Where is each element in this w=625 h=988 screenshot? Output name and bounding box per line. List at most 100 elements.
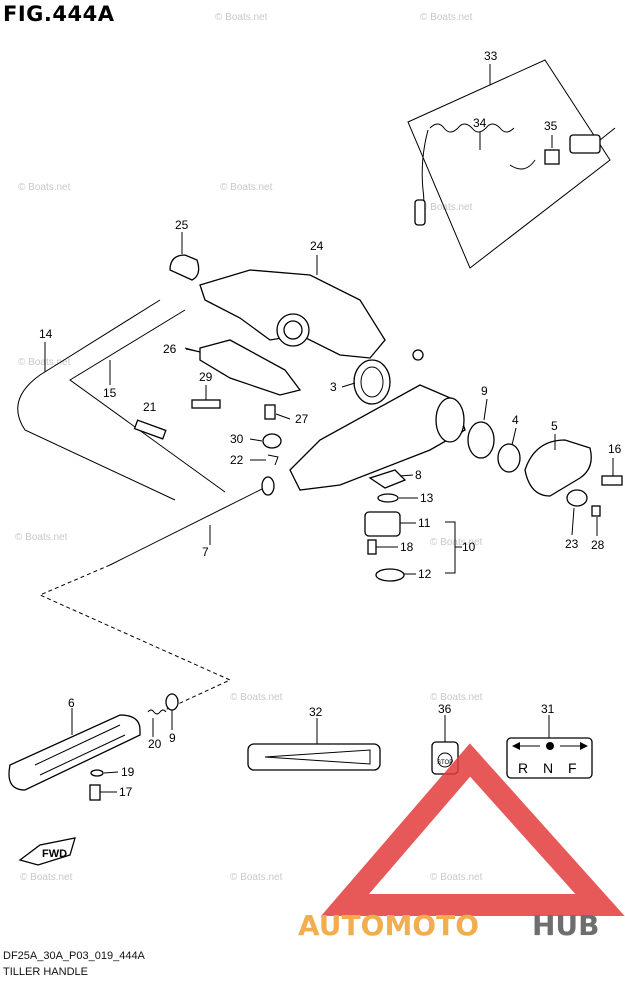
kit-box-outline [407,59,611,269]
callout-13: 13 [420,491,434,505]
screw-18 [367,539,377,555]
callout-20: 20 [148,737,162,751]
screw-16 [601,475,623,486]
throttle-grip-6 [8,693,179,801]
part-25-grommet [169,232,200,281]
cable-15 [69,309,226,493]
watermark-text: © Boats.net [230,872,283,883]
fwd-label: FWD [42,848,67,860]
lanyard-clip [414,199,426,226]
watermark-text: © Boats.net [15,532,68,543]
watermark-text: © Boats.net [20,872,73,883]
shift-f-label: F [568,760,577,776]
automotohub-logo: AUTOMOTO HUB [298,743,625,942]
callout-21: 21 [143,400,157,414]
callout-4: 4 [512,413,519,427]
fwd-arrow: FWD [18,837,76,866]
callout-26: 26 [163,342,177,356]
callout-5: 5 [551,419,558,433]
pin-21 [133,419,167,440]
callout-23: 23 [565,537,579,551]
label-32-decal [247,718,381,771]
throttle-friction-5 [524,439,592,497]
callout-9-lower: 9 [169,731,176,745]
callout-28: 28 [591,538,605,552]
callout-18: 18 [400,540,414,554]
callout-25: 25 [175,218,189,232]
clip-22 [267,454,279,466]
callout-9-upper: 9 [481,384,488,398]
callout-35: 35 [544,119,558,133]
lanyard-coil [429,123,515,133]
watermark-text: © Boats.net [430,692,483,703]
callout-11: 11 [418,516,431,530]
washer-23 [566,489,588,507]
watermark-text: © Boats.net [420,202,473,213]
label-31-shift-decal: R N F [506,715,593,779]
watermark-text: © Boats.net [420,12,473,23]
callout-31: 31 [541,702,555,716]
callout-32: 32 [309,705,323,719]
washer-9 [467,421,495,459]
assembly-guide-line [38,564,232,711]
callout-numbers: 33 34 35 24 25 14 15 26 29 21 27 30 22 3… [39,49,622,799]
callout-36: 36 [438,702,452,716]
callout-17: 17 [119,785,133,799]
callout-34: 34 [473,116,487,130]
ring-9-upper [412,349,424,361]
callout-12: 12 [418,567,432,581]
adjuster-11 [364,511,401,537]
watermark-text: © Boats.net [230,692,283,703]
callout-27: 27 [295,412,309,426]
callout-7: 7 [202,545,209,559]
brand-hub-text: HUB [532,909,600,942]
callout-22: 22 [230,453,244,467]
callout-8: 8 [415,468,422,482]
throttle-grip-shaft-parts [467,421,623,517]
shift-r-label: R [518,760,528,776]
bushing-4 [497,443,521,473]
callout-10: 10 [462,540,476,554]
brand-auto-text: AUTOMOTO [298,909,479,942]
leader-lines [100,348,614,793]
drawing-code: DF25A_30A_P03_019_444A [3,950,145,962]
callout-16: 16 [608,442,622,456]
spring-20 [147,709,167,715]
watermark-text: © Boats.net [18,182,71,193]
stop-switch-kit [407,59,616,269]
screw-17 [89,784,101,801]
screw-28 [591,505,601,517]
friction-adjuster-group [364,469,462,582]
ring-3 [353,359,391,405]
nut-35 [544,149,560,165]
screw-27 [264,404,276,420]
figure-title: FIG.444A [3,2,115,26]
shift-n-label: N [543,760,553,776]
callout-29: 29 [199,370,213,384]
cable-14 [17,299,176,501]
callout-3: 3 [330,380,337,394]
bolt-29 [191,399,221,409]
washer-19 [90,769,104,777]
watermark-text: © Boats.net [430,872,483,883]
watermark-text: © Boats.net [220,182,273,193]
tiller-arm [289,349,466,491]
watermark-text: © Boats.net [215,12,268,23]
plate-8 [368,469,407,489]
tiller-bracket-24 [199,255,386,359]
knob-12 [375,568,405,582]
washer-13 [377,493,399,503]
washer-30 [262,433,282,449]
small-parts-21-22-30 [133,419,282,466]
callout-24: 24 [310,239,324,253]
watermark-text: © Boats.net [430,537,483,548]
stop-label: STOP [437,760,453,766]
watermark-text: © Boats.net [18,357,71,368]
callout-14: 14 [39,327,53,341]
throttle-cables [17,299,226,501]
stop-switch-body [569,134,601,154]
drawing-caption: TILLER HANDLE [3,966,88,978]
throttle-shaft-7 [109,476,275,566]
